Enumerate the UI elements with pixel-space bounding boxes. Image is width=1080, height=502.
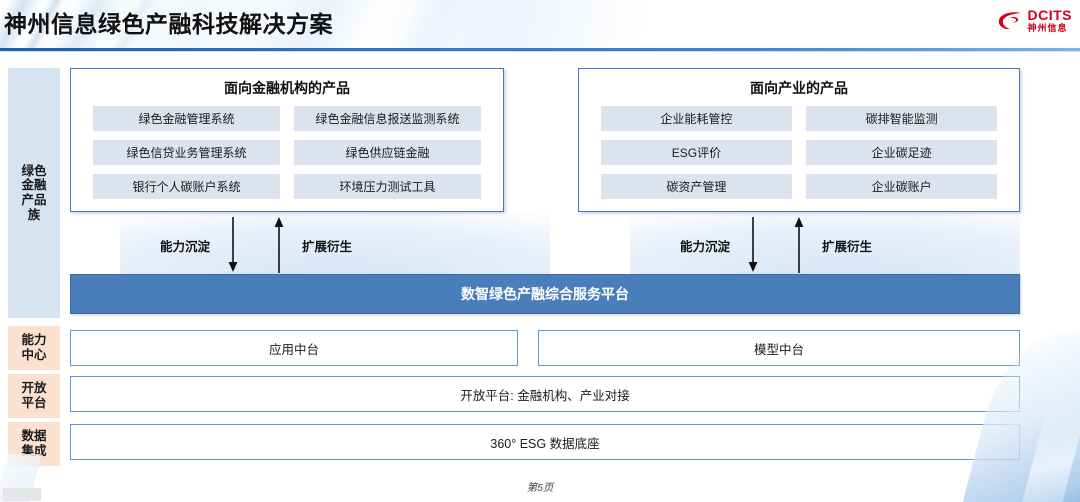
arrow-up-icon xyxy=(776,217,822,273)
product-chip[interactable]: 企业碳账户 xyxy=(806,174,997,199)
label-line: 平台 xyxy=(21,396,47,410)
label-line: 金融 xyxy=(21,178,47,193)
panel-item-list: 绿色金融管理系统 绿色金融信息报送监测系统 绿色信贷业务管理系统 绿色供应链金融… xyxy=(71,98,503,199)
data-integration-box[interactable]: 360° ESG 数据底座 xyxy=(70,424,1020,460)
product-chip[interactable]: 企业能耗管控 xyxy=(601,106,792,131)
flow-label-expansion-derivation: 扩展衍生 xyxy=(302,239,353,254)
sidebar-label-open-platform: 开放 平台 xyxy=(8,374,60,418)
flow-group-right: 能力沉淀 扩展衍生 xyxy=(680,214,872,276)
label-line: 开放 xyxy=(21,381,47,396)
product-chip[interactable]: 碳资产管理 xyxy=(601,174,792,199)
product-chip[interactable]: 企业碳足迹 xyxy=(806,140,997,165)
label-line: 族 xyxy=(27,207,41,222)
sidebar-label-capability-center: 能力 中心 xyxy=(8,326,60,370)
panel-title: 面向产业的产品 xyxy=(750,80,848,96)
product-chip[interactable]: 绿色金融管理系统 xyxy=(93,106,281,131)
panel-item-list: 企业能耗管控 碳排智能监测 ESG评价 企业碳足迹 碳资产管理 企业碳账户 xyxy=(579,98,1019,199)
label-line: 产品 xyxy=(21,193,47,207)
arrow-up-icon xyxy=(256,217,302,273)
open-platform-box[interactable]: 开放平台: 金融机构、产业对接 xyxy=(70,376,1020,412)
label-line: 数据 xyxy=(21,429,47,444)
sidebar-label-green-products: 绿色 金融 产品 族 xyxy=(8,68,60,318)
platform-bar[interactable]: 数智绿色产融综合服务平台 xyxy=(70,274,1020,314)
product-panel-industry: 面向产业的产品 企业能耗管控 碳排智能监测 ESG评价 企业碳足迹 碳资产管理 … xyxy=(578,68,1020,212)
flow-group-left: 能力沉淀 扩展衍生 xyxy=(160,214,352,276)
logo-text-cn: 神州信息 xyxy=(1027,23,1068,33)
header-divider xyxy=(0,48,1080,51)
page-title: 神州信息绿色产融科技解决方案 xyxy=(4,11,333,37)
slide-header: 神州信息绿色产融科技解决方案 DCITS 神州信息 xyxy=(0,0,1080,48)
box-label: 360° ESG 数据底座 xyxy=(490,436,600,451)
product-chip[interactable]: 绿色供应链金融 xyxy=(293,140,481,165)
label-line: 集成 xyxy=(21,444,47,458)
capability-box-model-midplatform[interactable]: 模型中台 xyxy=(538,330,1020,366)
arrow-down-icon xyxy=(210,217,256,273)
product-chip[interactable]: 碳排智能监测 xyxy=(806,106,997,131)
label-line: 绿色 xyxy=(21,163,47,178)
header-streak-decor xyxy=(365,0,495,48)
dcits-logo: DCITS 神州信息 xyxy=(997,8,1073,33)
flow-label-expansion-derivation: 扩展衍生 xyxy=(822,239,873,254)
box-label: 开放平台: 金融机构、产业对接 xyxy=(460,388,630,403)
platform-bar-label: 数智绿色产融综合服务平台 xyxy=(461,286,629,302)
product-chip[interactable]: ESG评价 xyxy=(601,140,792,165)
capability-box-application-midplatform[interactable]: 应用中台 xyxy=(70,330,518,366)
bottom-left-corner-block xyxy=(3,488,41,501)
page-number: 第5页 xyxy=(526,482,554,494)
arrow-down-icon xyxy=(730,217,776,273)
product-chip[interactable]: 绿色金融信息报送监测系统 xyxy=(293,106,481,131)
label-line: 能力 xyxy=(21,333,47,348)
box-label: 模型中台 xyxy=(753,342,804,357)
dcits-swirl-icon xyxy=(997,11,1023,31)
flow-label-capability-precipitation: 能力沉淀 xyxy=(160,239,211,254)
product-chip[interactable]: 环境压力测试工具 xyxy=(293,174,481,199)
product-chip[interactable]: 绿色信贷业务管理系统 xyxy=(93,140,281,165)
label-line: 中心 xyxy=(21,348,47,362)
flow-label-capability-precipitation: 能力沉淀 xyxy=(680,239,731,254)
sidebar-label-data-integration: 数据 集成 xyxy=(8,422,60,466)
header-divider-soft xyxy=(0,51,1080,52)
product-chip[interactable]: 银行个人碳账户系统 xyxy=(93,174,281,199)
logo-text-en: DCITS xyxy=(1027,7,1072,23)
product-panel-financial-institutions: 面向金融机构的产品 绿色金融管理系统 绿色金融信息报送监测系统 绿色信贷业务管理… xyxy=(70,68,504,212)
panel-title: 面向金融机构的产品 xyxy=(224,80,350,96)
box-label: 应用中台 xyxy=(268,342,319,357)
